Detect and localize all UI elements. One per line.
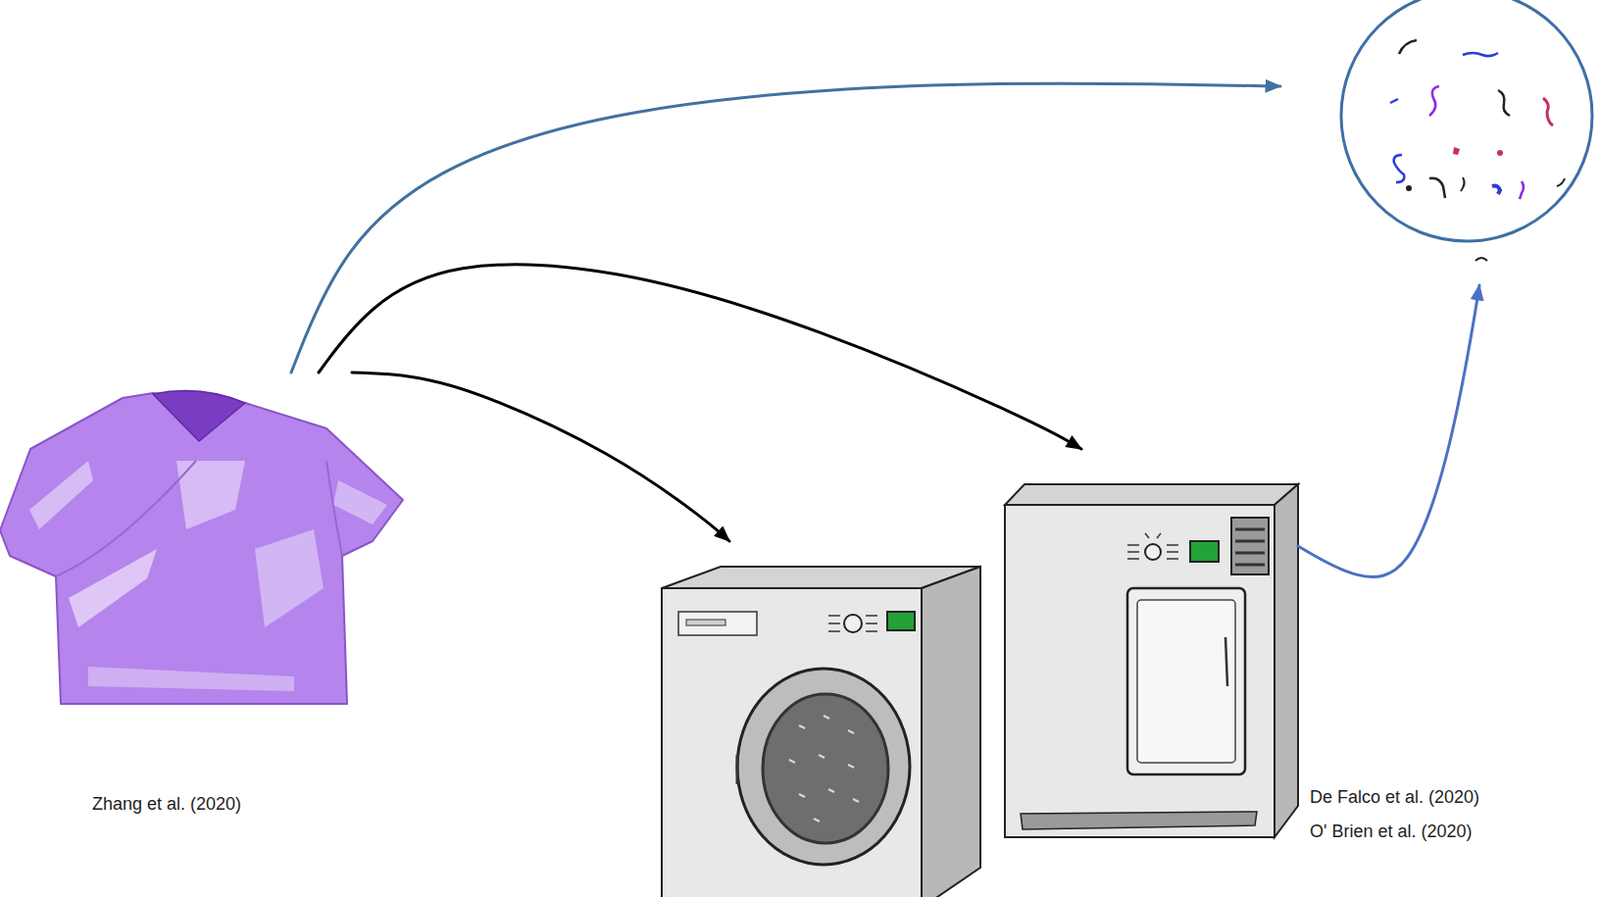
microfiber-sample <box>1341 0 1593 261</box>
tshirt-highlight <box>254 529 324 628</box>
washer-side <box>921 566 981 897</box>
fiber <box>1394 154 1405 183</box>
flow-arrow <box>318 264 1082 450</box>
fiber <box>1460 177 1465 192</box>
washing-machine-illustration <box>661 566 981 897</box>
washer-front <box>661 588 922 897</box>
flow-arrow <box>291 83 1281 373</box>
dryer-dial-marks <box>1127 533 1179 559</box>
tshirt-illustration <box>0 391 403 704</box>
tshirt-node: Zhang et al. (2020) <box>0 372 403 715</box>
fiber <box>1429 86 1440 116</box>
dryer-vent <box>1231 517 1269 575</box>
flow-arrow <box>351 372 730 542</box>
fiber <box>1556 178 1565 187</box>
washer-door-ring <box>737 668 910 865</box>
dryer-door <box>1127 588 1246 775</box>
dryer-front <box>1004 504 1275 838</box>
flow-arrow <box>1298 285 1480 578</box>
tshirt-collar <box>152 391 246 442</box>
dryer-door-handle <box>1225 637 1228 687</box>
fiber <box>1497 150 1503 156</box>
dryer-display <box>1190 541 1219 562</box>
citation-label: De Falco et al. (2020) <box>1309 786 1480 808</box>
washer-drum-holes <box>789 715 859 822</box>
citation-label: O' Brien et al. (2020) <box>1309 820 1473 843</box>
fiber <box>1492 186 1500 196</box>
citation-label: Zhang et al. (2020) <box>92 793 242 815</box>
sample-circle <box>1341 0 1593 242</box>
microfiber-sample-node <box>1280 0 1600 286</box>
fiber <box>1543 98 1553 126</box>
washer-drawer <box>678 611 757 636</box>
washing-machine-node <box>661 541 981 897</box>
tshirt-highlight <box>88 666 295 692</box>
washer-display <box>887 611 915 631</box>
tshirt-highlight <box>333 480 388 525</box>
tumble-dryer-illustration <box>1004 484 1299 838</box>
fiber <box>1475 257 1488 261</box>
fiber <box>1429 178 1446 199</box>
fiber <box>1498 90 1510 116</box>
tshirt-highlight <box>29 460 94 530</box>
fiber <box>1452 147 1460 155</box>
dryer-door-inner <box>1137 600 1236 763</box>
washer-drawer-handle <box>686 619 726 626</box>
washer-knob <box>844 614 862 633</box>
dryer-top <box>1004 484 1299 505</box>
dryer-side <box>1274 484 1299 838</box>
washer-dial-marks <box>828 615 878 632</box>
tshirt-seam <box>55 460 343 577</box>
washer-door-hinge <box>736 754 740 785</box>
tshirt-highlight <box>68 549 157 628</box>
fiber <box>1462 52 1499 56</box>
fiber <box>1399 40 1417 54</box>
dryer-vent-bars <box>1235 529 1265 565</box>
dryer-bottom-slot <box>1020 811 1257 830</box>
dryer-knob <box>1145 544 1161 560</box>
washer-door-glass <box>762 694 889 844</box>
tumble-dryer-node: De Falco et al. (2020)O' Brien et al. (2… <box>1000 449 1299 838</box>
fiber <box>1405 185 1412 192</box>
fiber <box>1390 99 1399 103</box>
fiber <box>1519 181 1524 200</box>
